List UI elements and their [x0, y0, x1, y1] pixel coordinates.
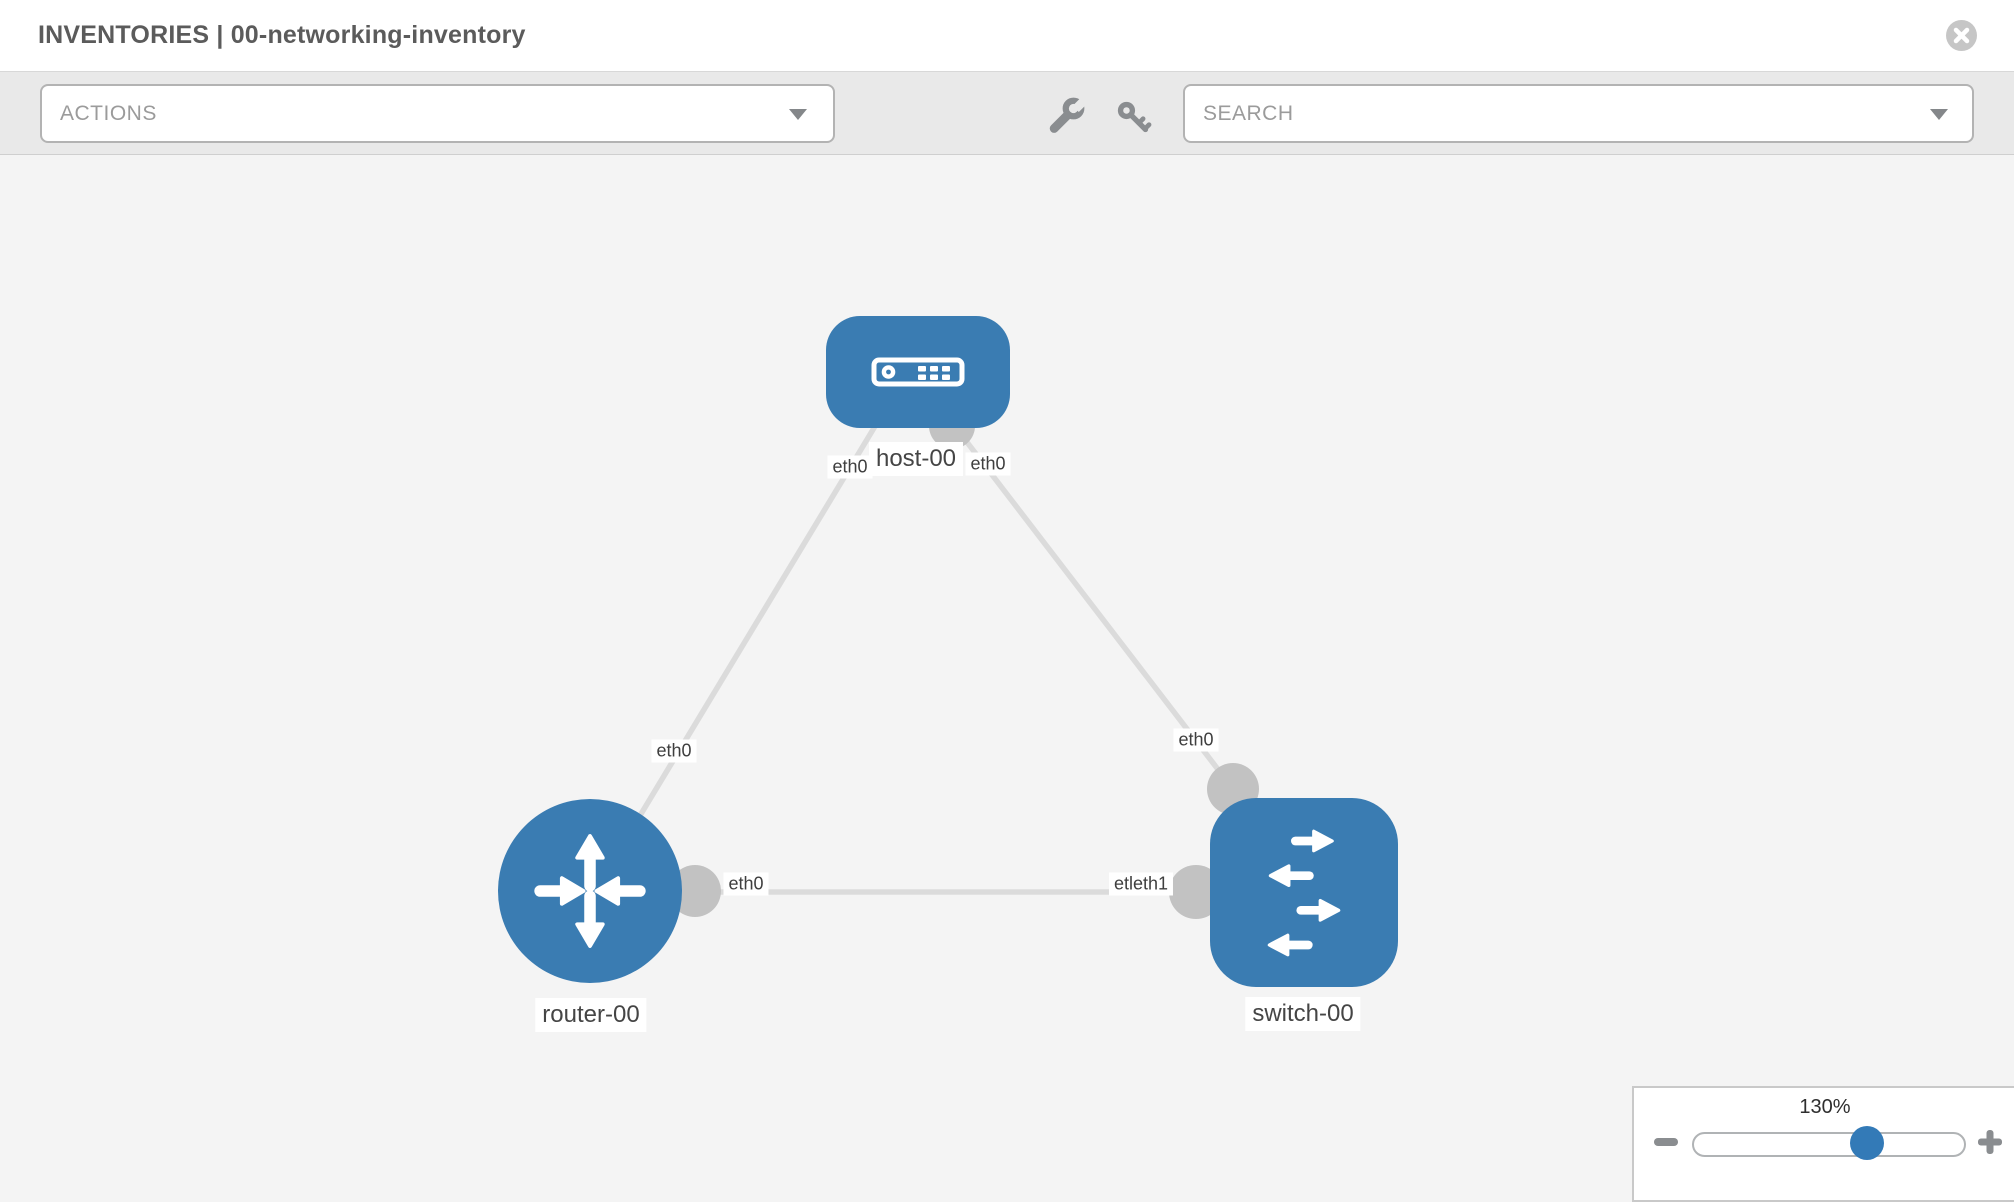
zoom-in-button[interactable] — [1977, 1129, 2003, 1155]
toolbar: ACTIONS SEARCH — [0, 71, 2014, 155]
node-host-00[interactable] — [826, 316, 1010, 428]
node-label-host-00: host-00 — [868, 442, 964, 476]
close-icon — [1953, 27, 1970, 44]
interface-label: eth0 — [965, 452, 1011, 476]
wrench-icon[interactable] — [1046, 96, 1086, 136]
interface-label: eth0 — [827, 455, 873, 479]
edge-host-00--switch-00 — [947, 418, 1236, 791]
actions-dropdown[interactable]: ACTIONS — [40, 84, 835, 143]
topology-canvas[interactable] — [0, 156, 2014, 1200]
chevron-down-icon — [789, 109, 807, 120]
chevron-down-icon — [1930, 109, 1948, 120]
actions-dropdown-label: ACTIONS — [60, 102, 157, 125]
zoom-slider-knob[interactable] — [1850, 1126, 1884, 1160]
node-router-00[interactable] — [498, 799, 682, 983]
zoom-out-button[interactable] — [1654, 1138, 1678, 1146]
page-title: INVENTORIES | 00-networking-inventory — [38, 21, 526, 49]
switch-icon — [1246, 828, 1362, 958]
key-icon[interactable] — [1114, 98, 1152, 136]
interface-label: eth0 — [1173, 728, 1219, 752]
search-placeholder: SEARCH — [1203, 102, 1294, 125]
node-label-switch-00: switch-00 — [1245, 997, 1361, 1031]
zoom-panel: 130% — [1632, 1086, 2014, 1202]
interface-label: etleth1 — [1108, 872, 1174, 896]
interface-label: eth0 — [723, 872, 769, 896]
host-icon — [871, 357, 965, 387]
close-button[interactable] — [1946, 20, 1977, 51]
page-header: INVENTORIES | 00-networking-inventory — [0, 0, 2014, 71]
zoom-level: 130% — [1799, 1096, 1851, 1118]
search-dropdown[interactable]: SEARCH — [1183, 84, 1974, 143]
node-label-router-00: router-00 — [535, 998, 647, 1032]
link-endpoint — [669, 865, 721, 917]
node-switch-00[interactable] — [1210, 798, 1398, 987]
link-endpoint — [1169, 865, 1223, 919]
edge-host-00--router-00 — [609, 416, 883, 864]
zoom-slider[interactable] — [1692, 1126, 1966, 1160]
interface-label: eth0 — [651, 739, 697, 763]
router-icon — [526, 827, 654, 955]
